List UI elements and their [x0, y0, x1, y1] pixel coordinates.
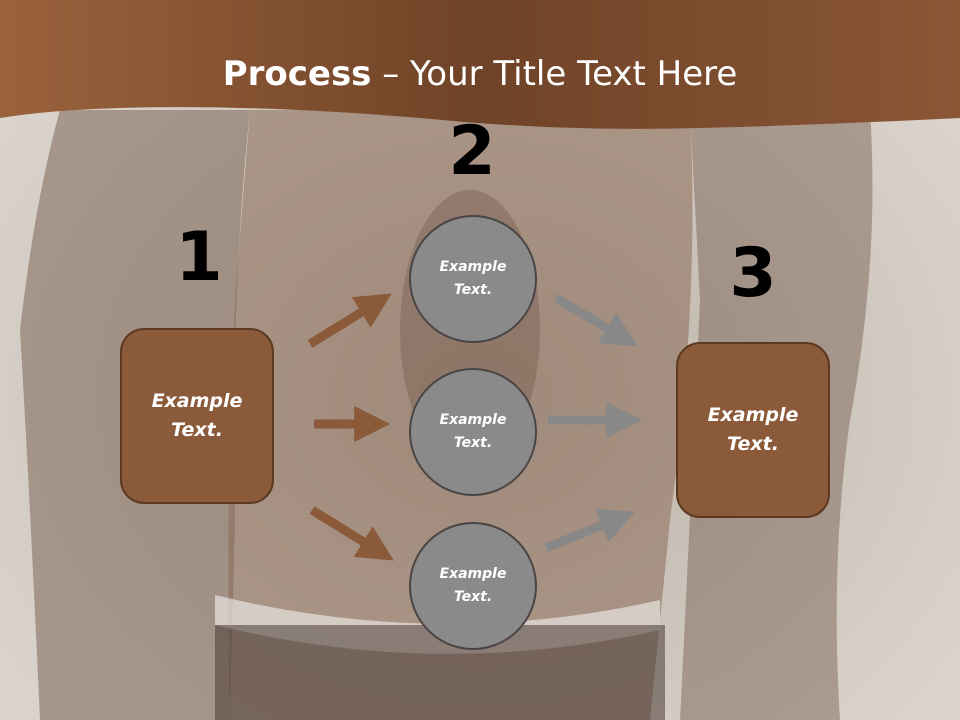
title-rest: – Your Title Text Here — [371, 54, 738, 94]
step-2-circle-bottom: Example Text. — [409, 522, 537, 650]
header-band — [0, 0, 960, 129]
step-number-3: 3 — [729, 234, 777, 313]
step-number-2: 2 — [448, 112, 496, 191]
title-bold: Process — [222, 54, 372, 94]
circle-bottom-label: Example Text. — [439, 566, 507, 605]
step-2-circle-top: Example Text. — [409, 215, 537, 343]
step-3-box-label: Example Text. — [707, 404, 799, 455]
step-3-box: Example Text. — [676, 342, 830, 518]
slide-title: Process – Your Title Text Here — [0, 52, 960, 96]
arrow-from-circle-bottom — [544, 508, 636, 553]
step-1-box-label: Example Text. — [151, 390, 243, 441]
circle-top-label: Example Text. — [439, 259, 507, 298]
step-1-box: Example Text. — [120, 328, 274, 504]
arrow-to-circle-top — [307, 293, 392, 348]
step-2-circle-middle: Example Text. — [409, 368, 537, 496]
circle-middle-label: Example Text. — [439, 412, 507, 451]
arrow-to-circle-bottom — [309, 506, 394, 561]
arrow-from-circle-top — [553, 294, 638, 347]
step-number-1: 1 — [175, 218, 223, 297]
